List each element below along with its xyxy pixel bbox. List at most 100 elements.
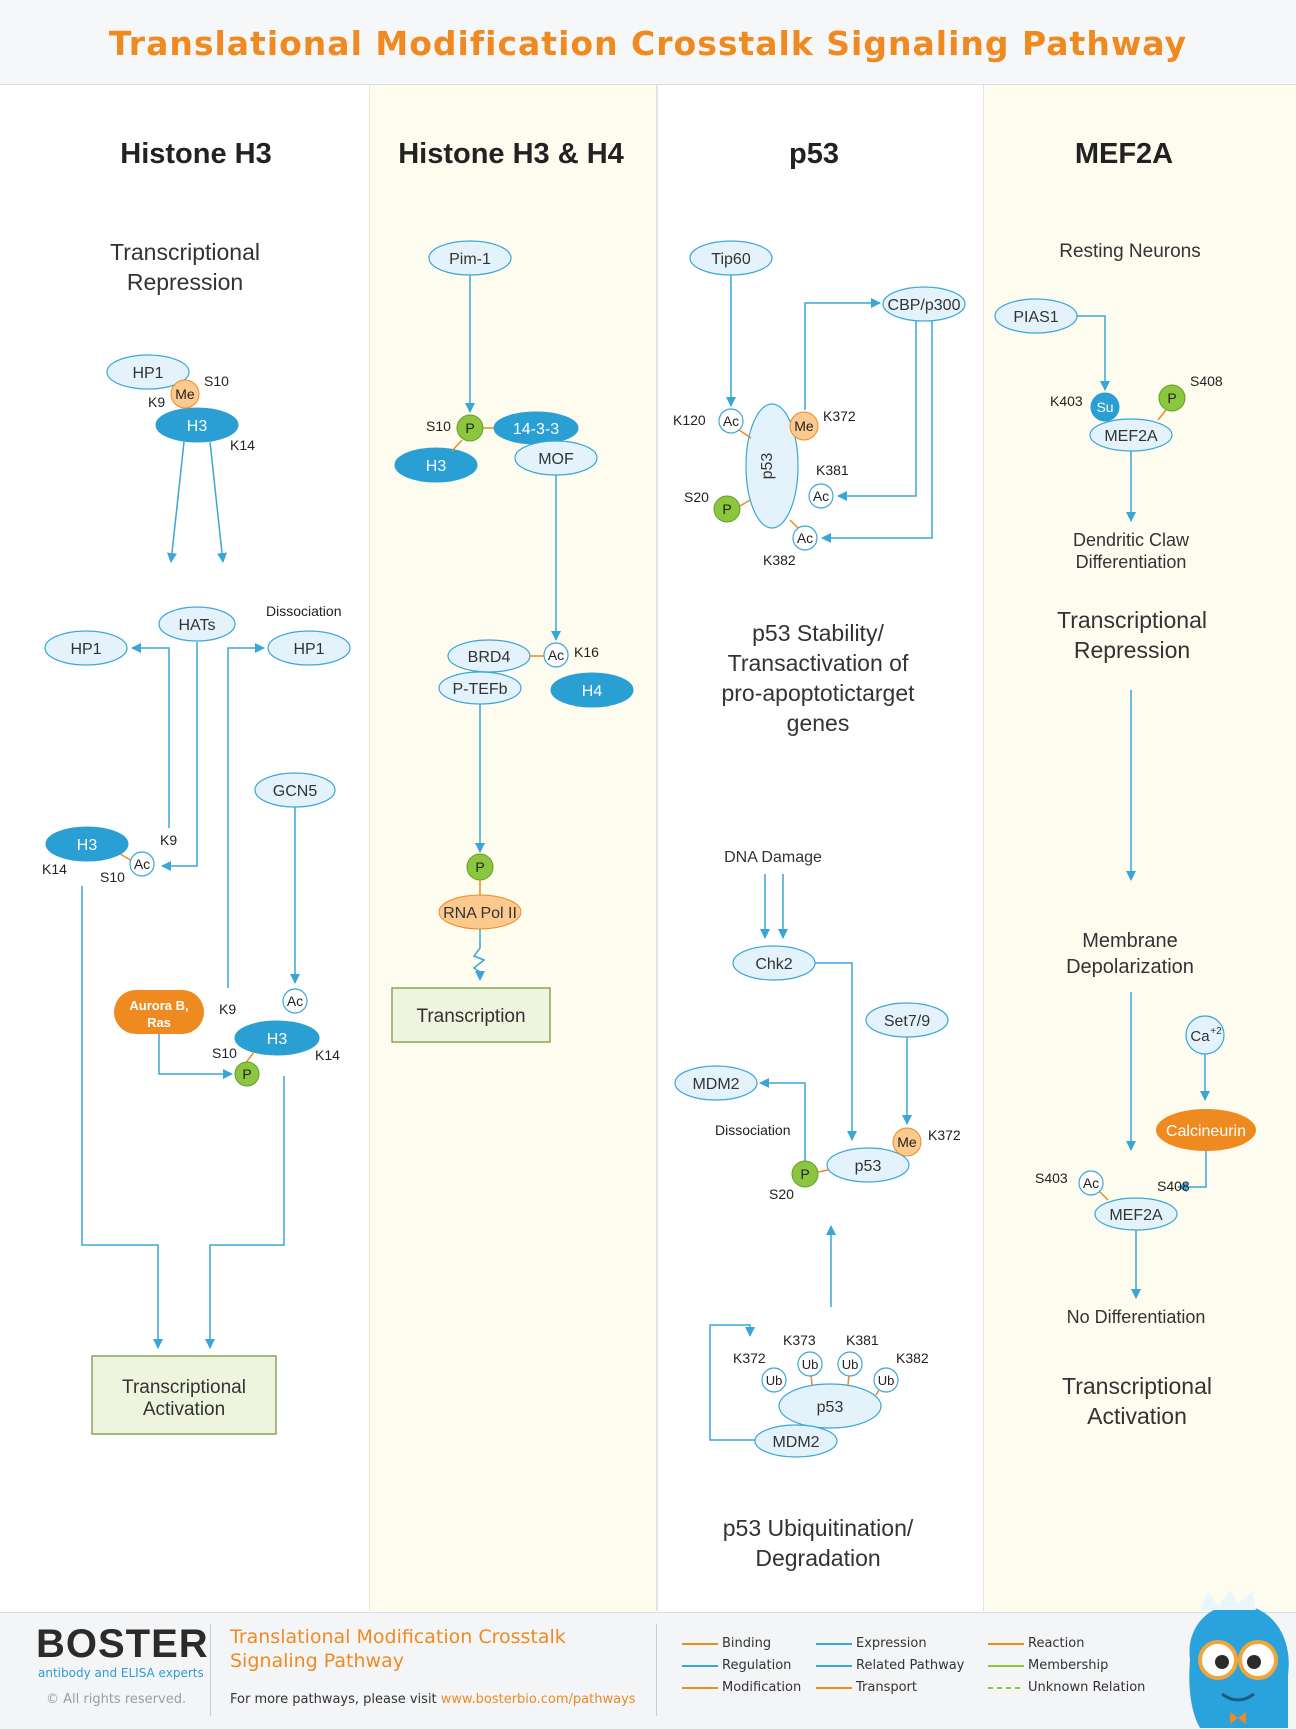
c3-k373: K373 <box>783 1332 816 1348</box>
legend-modification-icon <box>682 1687 718 1689</box>
legend-expression-label: Expression <box>856 1636 927 1651</box>
c2-ac-label: Ac <box>548 647 564 663</box>
c4-mef2a-label: MEF2A <box>1104 428 1158 445</box>
mascot-bowtie <box>1230 1712 1246 1724</box>
c2-s10: S10 <box>426 418 451 434</box>
c2-binding-h3 <box>451 439 463 452</box>
mascot-hair <box>1200 1590 1256 1610</box>
c1-arrow-to-activation-left <box>81 886 163 1349</box>
c1-hp1-left-label: HP1 <box>70 641 101 658</box>
c3-mdm2b-node <box>754 1424 838 1458</box>
c1-hp1-right-label: HP1 <box>293 641 324 658</box>
c3-k381: K381 <box>816 462 849 478</box>
mascot-pupil-right <box>1247 1655 1261 1669</box>
copyright: © All rights reserved. <box>46 1692 187 1707</box>
c1-h3c-label: H3 <box>267 1031 288 1048</box>
c3-stability-line3: pro-apoptotictarget <box>721 680 915 706</box>
legend-expression: Expression <box>816 1635 976 1653</box>
c3-ub2-label: Ub <box>802 1357 819 1372</box>
legend-modification-label: Modification <box>722 1680 802 1695</box>
c1-me-site <box>170 379 200 409</box>
c4-resting: Resting Neurons <box>1059 241 1201 262</box>
footer-separator <box>656 1624 657 1716</box>
c3-ub2-site <box>797 1351 823 1377</box>
legend-unknown-relation-icon <box>988 1687 1024 1689</box>
c3-binding-ub3 <box>847 1374 850 1386</box>
c3-ubiq-line1: p53 Ubiquitination/ <box>723 1515 914 1541</box>
c2-expression-arrow <box>472 929 486 981</box>
c1-arrow-down-right <box>209 441 228 563</box>
c1-me-label: Me <box>175 386 195 402</box>
c1-arrow-hats-to-ac <box>161 642 198 871</box>
column-divider <box>656 85 657 1611</box>
legend-transport: Transport <box>816 1679 976 1697</box>
c2-transcription-box <box>391 987 551 1043</box>
c4-calcineurin-label: Calcineurin <box>1166 1123 1246 1140</box>
c4-pias1-label: PIAS1 <box>1013 309 1058 326</box>
c3-k120: K120 <box>673 412 706 428</box>
c2-ac-site <box>543 642 569 668</box>
c4-binding-ac <box>1099 1191 1109 1201</box>
c4-k403: K403 <box>1050 393 1083 409</box>
c3-ub4-label: Ub <box>878 1373 895 1388</box>
c1-hp1-node <box>106 354 190 390</box>
c3-arrow-me-to-cbp <box>804 298 881 410</box>
legend-reaction-label: Reaction <box>1028 1636 1085 1651</box>
c2-transcription-label: Transcription <box>416 1006 525 1027</box>
c1-aurora-line2: Ras <box>147 1015 171 1030</box>
c3-ub4-site <box>873 1367 899 1393</box>
heading-histone-h3: Histone H3 <box>120 138 271 170</box>
c3-ac3-site <box>792 525 818 551</box>
c2-h3-label: H3 <box>426 458 447 475</box>
c1-ac-c-label: Ac <box>287 993 303 1009</box>
c3-binding-ac1 <box>738 429 752 439</box>
legend-binding-icon <box>682 1643 718 1645</box>
c1-aurora-node <box>114 990 204 1034</box>
logo-tagline: antibody and ELISA experts <box>38 1666 204 1680</box>
c3-k372c: K372 <box>733 1350 766 1366</box>
c4-membrane-line2: Depolarization <box>1066 956 1194 978</box>
legend-transport-label: Transport <box>856 1680 918 1695</box>
c3-set79-label: Set7/9 <box>884 1013 930 1030</box>
pathways-link[interactable]: www.bosterbio.com/pathways <box>440 1692 636 1707</box>
c4-repression-line1: Transcriptional <box>1057 607 1207 633</box>
c4-ca-label: Ca <box>1190 1028 1210 1045</box>
page-title: Translational Modification Crosstalk Sig… <box>108 24 1188 63</box>
footer-more-text: For more pathways, please visit www.bost… <box>230 1692 636 1707</box>
c1-ac-label: Ac <box>134 856 150 872</box>
c4-nodiff: No Differentiation <box>1067 1307 1206 1327</box>
c1-s10: S10 <box>204 373 229 389</box>
c3-ubiq-line2: Degradation <box>755 1545 880 1571</box>
c1-p-site <box>234 1061 260 1087</box>
legend-reaction: Reaction <box>988 1635 1148 1653</box>
c1-hats-node <box>158 606 236 642</box>
c2-p-label: P <box>465 420 474 436</box>
c3-k382b: K382 <box>896 1350 929 1366</box>
c2-rnapol-label: RNA Pol II <box>443 905 517 922</box>
c2-ptefb-label: P-TEFb <box>452 681 507 698</box>
c1-p-label: P <box>242 1066 251 1082</box>
c3-arrow-mdm2-loop <box>709 1324 756 1441</box>
c3-p53c-node <box>778 1383 882 1429</box>
c3-binding-ac3 <box>789 519 799 529</box>
c4-calcineurin-node <box>1156 1109 1256 1151</box>
legend-membership-label: Membership <box>1028 1658 1109 1673</box>
c3-ac2-label: Ac <box>813 488 829 504</box>
c4-ac-label: Ac <box>1083 1175 1099 1191</box>
c3-chk2-label: Chk2 <box>755 956 792 973</box>
c3-ub3-site <box>837 1351 863 1377</box>
c3-arrow-mdm2-dissociation <box>759 1078 806 1162</box>
mascot-image <box>1189 1590 1289 1728</box>
c4-activation-line1: Transcriptional <box>1062 1373 1212 1399</box>
c3-stability-line1: p53 Stability/ <box>752 620 884 646</box>
c1-gcn5-label: GCN5 <box>273 783 318 800</box>
c1-hp1-label: HP1 <box>132 365 163 382</box>
c3-ub1-site <box>761 1367 787 1393</box>
c1-s10b: S10 <box>100 869 125 885</box>
c4-su-label: Su <box>1096 399 1113 415</box>
mascot-smile <box>1221 1692 1255 1702</box>
c4-ac-site <box>1078 1170 1104 1196</box>
c3-p53-label: p53 <box>759 453 776 480</box>
c4-p-label: P <box>1167 390 1176 406</box>
c2-k16: K16 <box>574 644 599 660</box>
